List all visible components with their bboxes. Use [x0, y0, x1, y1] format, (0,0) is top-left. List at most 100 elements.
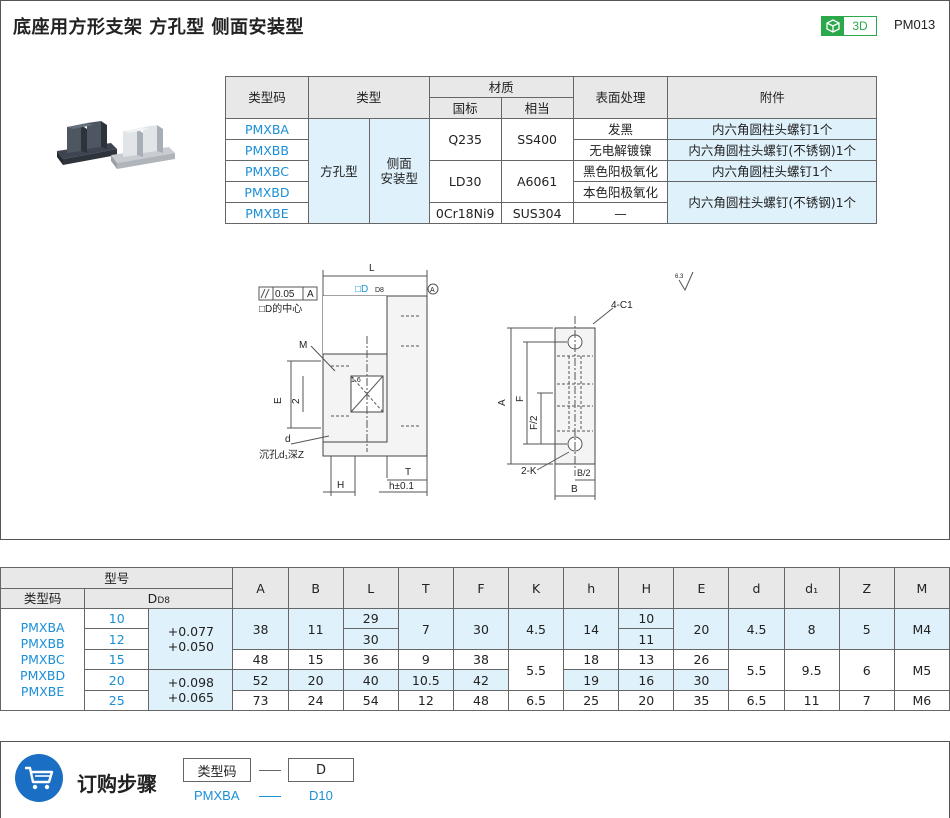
E-cell: 35	[673, 690, 730, 711]
D-cell[interactable]: 12	[84, 628, 150, 650]
accessory-cell: 内六角圆柱头螺钉1个	[667, 160, 877, 182]
surface-cell: 本色阳极氧化	[572, 181, 669, 203]
order-example-separator	[259, 796, 281, 797]
type-code-cell[interactable]: PMXBC	[225, 160, 309, 182]
chamfer-note: 4-C1	[611, 300, 633, 311]
H-cell: 10	[618, 608, 675, 629]
L-cell: 29	[342, 608, 399, 629]
th-d: d	[728, 567, 785, 609]
E-cell: 26	[673, 649, 730, 670]
F-cell: 48	[452, 690, 510, 711]
code-item[interactable]: PMXBE	[20, 683, 65, 699]
type-code-cell[interactable]: PMXBB	[225, 139, 309, 161]
code-item[interactable]: PMXBA	[20, 619, 65, 635]
order-example-D: D10	[309, 788, 333, 803]
mount-cell: 侧面 安装型	[368, 118, 430, 224]
L-cell: 40	[342, 669, 399, 691]
th-surface: 表面处理	[572, 76, 669, 119]
tol-datum: A	[307, 289, 314, 300]
H-cell: 20	[618, 690, 675, 711]
dim-K: 2-K	[521, 466, 537, 477]
L-cell: 30	[342, 628, 399, 650]
technical-drawing: L 0.05 A □D D8 A □D的中心 M E 2 d 沉孔d₁深Z 1.…	[258, 263, 694, 500]
th-d1: d₁	[783, 567, 840, 609]
dim-F2: F/2	[529, 415, 540, 430]
dim-E: E	[273, 397, 284, 404]
order-separator	[259, 770, 281, 771]
spec-table: 类型码 类型 材质 表面处理 附件 国标 相当 PMXBA 方孔型 侧面 安装型…	[225, 76, 877, 224]
dimension-table: 型号 A B L T F K h H E d d₁ Z M 类型码 DD8 PM…	[0, 567, 950, 711]
material-std-cell: Q235	[428, 118, 502, 161]
surface-cell: 无电解镀镍	[572, 139, 669, 161]
product-image	[57, 121, 175, 169]
F-cell: 30	[452, 608, 510, 650]
A-cell: 38	[232, 608, 289, 650]
roughness-6-3: 6.3	[675, 274, 684, 280]
D-cell[interactable]: 25	[84, 690, 150, 711]
accessory-cell: 内六角圆柱头螺钉(不锈钢)1个	[667, 139, 877, 161]
tol-cell-1: +0.077+0.050	[148, 608, 234, 670]
A-cell: 48	[232, 649, 289, 670]
T-cell: 7	[397, 608, 454, 650]
order-box-D: D	[288, 758, 354, 782]
surface-cell: 发黑	[572, 118, 669, 140]
h-cell: 18	[563, 649, 620, 670]
d1-cell: 8	[783, 608, 840, 650]
th-D: DD8	[84, 588, 234, 609]
D-cell[interactable]: 20	[84, 669, 150, 691]
d-cell: 4.5	[728, 608, 785, 650]
tol-upper: +0.098	[167, 675, 215, 690]
material-std-cell: LD30	[428, 160, 502, 203]
th-K: K	[508, 567, 565, 609]
order-steps-panel: 订购步骤 类型码 D PMXBA D10	[0, 741, 950, 818]
order-box-type-code: 类型码	[183, 758, 251, 782]
accessory-cell: 内六角圆柱头螺钉1个	[667, 118, 877, 140]
dim-H: H	[337, 480, 344, 491]
type-code-cell[interactable]: PMXBA	[225, 118, 309, 140]
H-cell: 16	[618, 669, 675, 691]
D-cell[interactable]: 10	[84, 608, 150, 629]
T-cell: 12	[397, 690, 454, 711]
dim-B: B	[571, 484, 578, 495]
cube-icon	[822, 17, 844, 35]
material-eq-cell: SS400	[500, 118, 574, 161]
code-item[interactable]: PMXBB	[20, 635, 65, 651]
3d-model-button[interactable]: 3D	[821, 16, 877, 36]
material-eq-cell: SUS304	[500, 202, 574, 224]
d-cell: 6.5	[728, 690, 785, 711]
order-example-code: PMXBA	[194, 788, 240, 803]
type-code-cell[interactable]: PMXBD	[225, 181, 309, 203]
T-cell: 10.5	[397, 669, 454, 691]
dim-T: T	[405, 467, 411, 478]
th-Z: Z	[838, 567, 895, 609]
K-cell: 4.5	[508, 608, 565, 650]
th-T: T	[397, 567, 454, 609]
M-cell: M6	[893, 690, 950, 711]
h-cell: 14	[563, 608, 620, 650]
accessory-cell: 内六角圆柱头螺钉(不锈钢)1个	[667, 181, 877, 224]
order-title: 订购步骤	[77, 772, 157, 796]
center-note: □D的中心	[259, 302, 302, 315]
B-cell: 11	[287, 608, 344, 650]
page-title: 底座用方形支架 方孔型 侧面安装型	[13, 17, 305, 38]
type-cell: 方孔型	[307, 118, 370, 224]
tol-value: 0.05	[275, 289, 295, 300]
3d-label: 3D	[852, 19, 868, 33]
F-cell: 42	[452, 669, 510, 691]
B-cell: 20	[287, 669, 344, 691]
L-cell: 54	[342, 690, 399, 711]
dim-A: A	[497, 399, 508, 406]
type-code-cell[interactable]: PMXBE	[225, 202, 309, 224]
tol-upper: +0.077	[167, 624, 215, 639]
dim-2: 2	[291, 398, 302, 404]
datum-A: A	[430, 287, 435, 294]
material-eq-cell: A6061	[500, 160, 574, 203]
dim-B2: B/2	[577, 468, 591, 478]
th-type-code: 类型码	[0, 588, 86, 609]
tol-lower: +0.050	[167, 639, 215, 654]
code-item[interactable]: PMXBC	[20, 651, 65, 667]
th-B: B	[287, 567, 344, 609]
M-cell: M4	[893, 608, 950, 650]
code-item[interactable]: PMXBD	[20, 667, 66, 683]
D-cell[interactable]: 15	[84, 649, 150, 670]
